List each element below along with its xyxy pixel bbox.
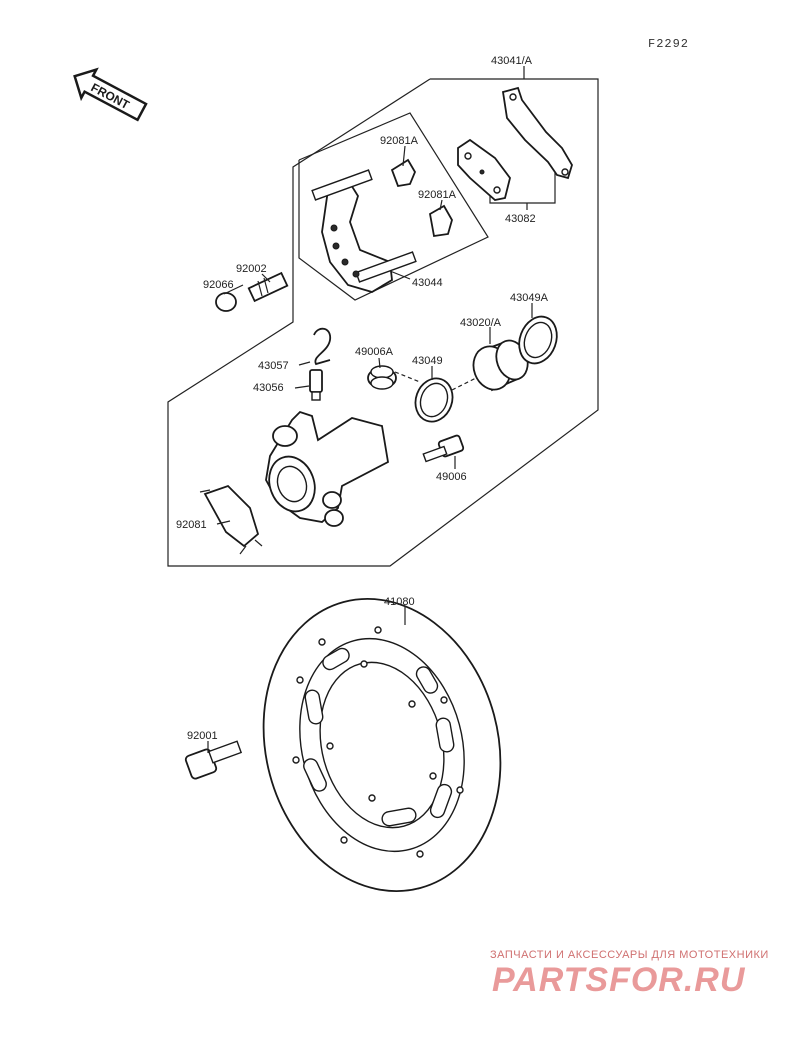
caliper-body <box>265 410 389 527</box>
pad-spring-upper <box>390 158 417 188</box>
label-92081a-lower: 92081A <box>418 189 457 201</box>
axis-line <box>394 371 421 383</box>
label-92002: 92002 <box>236 263 267 275</box>
bleeder-cap <box>313 327 331 366</box>
leader-lines <box>207 66 533 753</box>
pad-spring-lower <box>429 204 453 238</box>
pad-group-bracket <box>489 170 556 204</box>
label-43057: 43057 <box>258 360 289 372</box>
label-43082: 43082 <box>505 213 536 225</box>
label-43020a: 43020/A <box>460 317 502 329</box>
label-49006a: 49006A <box>355 346 394 358</box>
watermark-brand: PARTSFOR.RU <box>492 961 746 999</box>
label-43041a: 43041/A <box>491 55 533 67</box>
caliper-bolt <box>422 434 465 463</box>
bleeder-pin <box>247 271 289 303</box>
piston-seal <box>414 377 454 423</box>
label-43049: 43049 <box>412 355 443 367</box>
label-92081: 92081 <box>176 519 207 531</box>
disc-bolt <box>184 740 243 780</box>
diagram-code: F2292 <box>648 37 689 51</box>
axis-line <box>451 377 477 391</box>
label-92001: 92001 <box>187 730 218 742</box>
front-arrow-icon: FRONT <box>73 67 148 122</box>
watermark-tagline: ЗАПЧАСТИ И АКСЕССУАРЫ ДЛЯ МОТОТЕХНИКИ <box>490 949 769 961</box>
piston <box>472 339 529 392</box>
label-43056: 43056 <box>253 382 284 394</box>
caliper-assembly-frame <box>167 78 599 567</box>
caliper-pad-spring <box>199 484 263 555</box>
brake-pad-front <box>457 138 511 201</box>
brake-disc <box>262 598 502 892</box>
label-49006: 49006 <box>436 471 467 483</box>
bleeder-valve <box>309 369 323 401</box>
label-43044: 43044 <box>412 277 443 289</box>
label-41080: 41080 <box>384 596 415 608</box>
piston-seal-a <box>518 315 558 365</box>
label-92081a-upper: 92081A <box>380 135 419 147</box>
label-92066: 92066 <box>203 279 234 291</box>
caliper-bracket <box>311 169 417 293</box>
label-43049a: 43049A <box>510 292 549 304</box>
pin-cap <box>215 292 237 312</box>
dust-boot <box>367 365 397 390</box>
brake-pad-rear <box>501 86 573 180</box>
bracket-frame <box>298 112 489 301</box>
